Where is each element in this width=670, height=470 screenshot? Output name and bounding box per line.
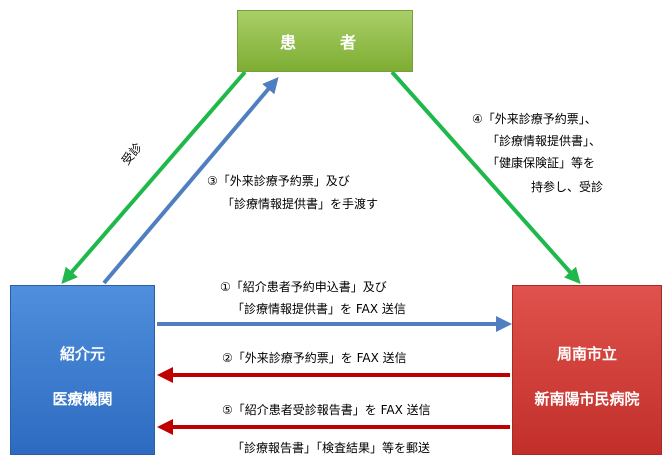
- arrow-visit: [61, 70, 247, 285]
- node-hospital-line-1: 周南市立: [556, 345, 617, 363]
- node-referrer-line-2: 医療機関: [52, 390, 113, 408]
- arrow-step3: [102, 76, 279, 285]
- arrow-step4: [390, 70, 581, 284]
- label-step4-line-3: 「健康保険証」等を: [487, 156, 596, 170]
- node-hospital: 周南市立 新南陽市民病院: [512, 285, 662, 455]
- label-step2: ②「外来診療予約票」を FAX 送信: [222, 351, 407, 365]
- node-patient: 患 者: [237, 10, 413, 72]
- label-step5: ⑤「紹介患者受診報告書」を FAX 送信: [222, 403, 431, 417]
- label-step4-line-4: 持参し、受診: [531, 180, 604, 194]
- label-step4-line-1: ④「外来診療予約票」、: [472, 112, 597, 126]
- label-step3-line-2: 「診療情報提供書」を手渡す: [222, 197, 379, 211]
- node-hospital-line-2: 新南陽市民病院: [534, 390, 640, 408]
- label-step1-line-2: 「診療情報提供書」を FAX 送信: [232, 302, 406, 316]
- node-referrer: 紹介元 医療機関: [10, 285, 155, 455]
- label-mail: 「診療報告書」「検査結果」等を郵送: [232, 441, 431, 455]
- node-referrer-line-1: 紹介元: [59, 345, 105, 363]
- label-step1-line-1: ①「紹介患者予約申込書」及び: [220, 280, 387, 294]
- label-step3-line-1: ③「外来診療予約票」及び: [207, 174, 350, 188]
- label-step4-line-2: 「診療情報提供書」、: [487, 134, 602, 148]
- node-patient-label: 患 者: [279, 33, 370, 52]
